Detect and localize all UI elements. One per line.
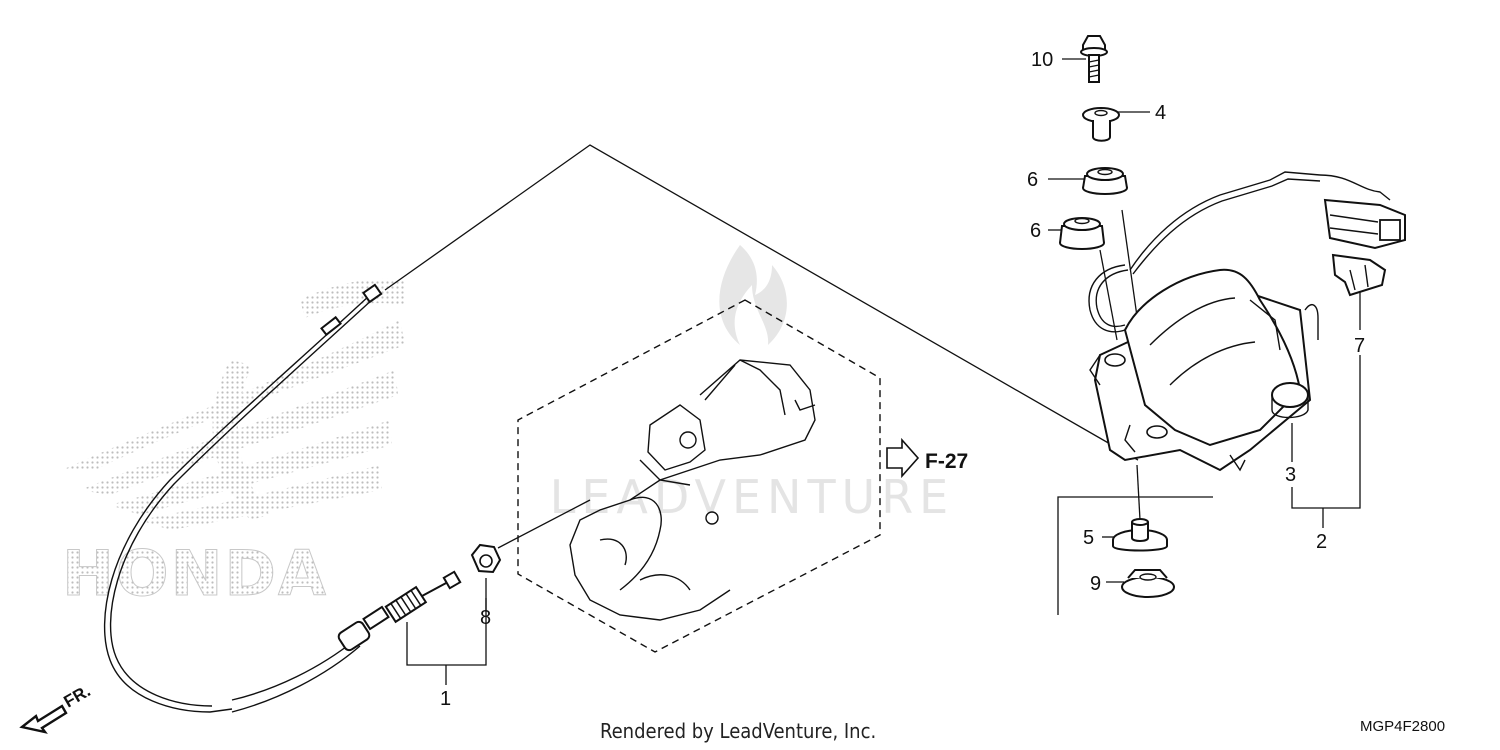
callout-5[interactable]: 5 [1083,527,1094,549]
footer-credit: Rendered by LeadVenture, Inc. [600,719,876,743]
reference-hexagon [517,299,881,653]
callout-4[interactable]: 4 [1155,102,1166,124]
grommet-part-6-upper [1082,167,1128,195]
callout-8[interactable]: 8 [480,607,491,629]
callout-10[interactable]: 10 [1031,49,1053,71]
callout-2[interactable]: 2 [1316,531,1327,553]
throttle-body-sketch [569,359,816,621]
assembly-reference-line [384,144,1139,461]
leader-c2-bracket [1291,355,1361,509]
diagram-code: MGP4F2800 [1360,718,1445,735]
clip-part-7 [1331,253,1387,297]
callout-7[interactable]: 7 [1354,335,1365,357]
honda-wing-logo: HONDA [62,278,405,611]
callout-6-upper[interactable]: 6 [1027,169,1038,191]
callout-3[interactable]: 3 [1285,464,1296,486]
grommet-part-6-lower [1059,217,1105,250]
watermark-text: LEADVENTURE [550,470,955,524]
throttle-cable [103,283,462,713]
arrow-right-icon [886,437,920,479]
page-reference-label[interactable]: F-27 [925,450,968,473]
front-direction-indicator: FR. [19,681,94,734]
callout-9[interactable]: 9 [1090,573,1101,595]
page-reference[interactable]: F-27 [886,437,968,479]
nut-part-8 [470,543,502,574]
callout-1[interactable]: 1 [440,688,451,710]
actuator-unit-part-3 [1088,171,1391,472]
nut-part-9 [1121,569,1175,598]
direction-arrow-icon [19,704,68,734]
harness-connector [1323,198,1406,250]
direction-label: FR. [61,681,94,711]
alignment-line [1099,249,1118,341]
collar-part-5 [1112,518,1168,552]
nut-reference-line [497,499,591,549]
collar-part-4 [1082,107,1120,142]
alignment-line [1136,464,1141,521]
bolt-part-10 [1080,35,1108,83]
leadventure-watermark: LEADVENTURE [550,245,955,524]
honda-logo-text: HONDA [62,537,328,610]
callout-6-lower[interactable]: 6 [1030,220,1041,242]
mounting-reference-frame [1057,496,1213,615]
